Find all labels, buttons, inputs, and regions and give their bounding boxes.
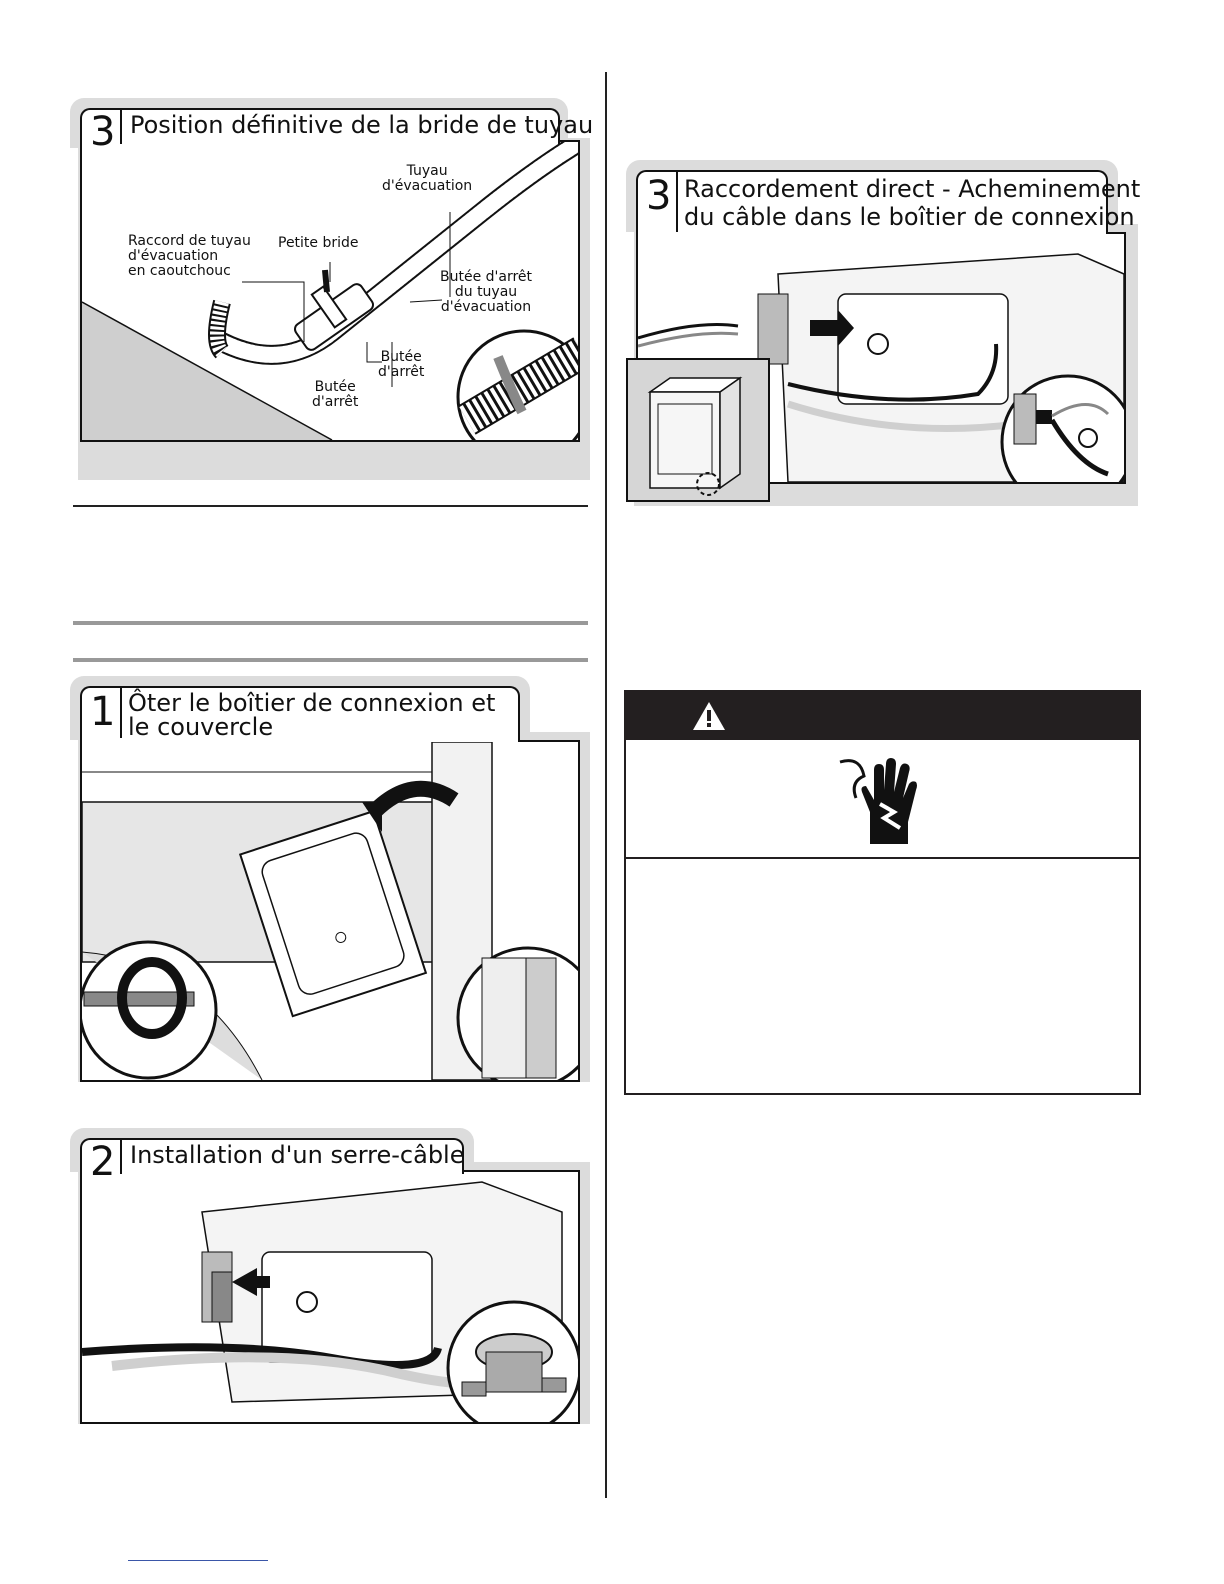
- step-number: 2: [90, 1139, 116, 1185]
- figure-frame: [80, 740, 580, 1082]
- figure-remove-junction-box: 1 Ôter le boîtier de connexion et le cou…: [70, 676, 590, 1096]
- warning-box: [624, 690, 1141, 1095]
- warning-triangle-icon: [693, 702, 725, 730]
- label-stop-bottom: Butée d'arrêt: [312, 379, 359, 410]
- figure-hose-clamp-position: 3 Position définitive de la bride de tuy…: [70, 98, 594, 480]
- section-divider: [73, 658, 588, 662]
- column-divider: [605, 72, 607, 1498]
- figure-direct-wire: 3 Raccordement direct - Acheminement du …: [626, 160, 1141, 506]
- electric-shock-hand-icon: [839, 758, 917, 844]
- figure-title-line2: du câble dans le boîtier de connexion: [684, 203, 1135, 231]
- figure-title-line1: Ôter le boîtier de connexion et: [128, 689, 496, 717]
- figure-strain-relief: 2 Installation d'un serre-câble: [70, 1128, 590, 1428]
- warning-icon-area: [626, 740, 1139, 859]
- label-hose-stop: Butée d'arrêt du tuyau d'évacuation: [440, 269, 533, 315]
- label-rubber-fitting: Raccord de tuyau d'évacuation en caoutch…: [128, 233, 251, 279]
- figure-title: Installation d'un serre-câble: [130, 1141, 465, 1169]
- label-stop-right: Butée d'arrêt: [378, 349, 425, 380]
- figure-title: Position définitive de la bride de tuyau: [130, 111, 594, 139]
- footer-underline: [128, 1560, 268, 1561]
- figure-frame: [80, 140, 580, 442]
- step-number: 3: [646, 173, 672, 219]
- step-number: 1: [90, 689, 116, 735]
- section-divider: [73, 621, 588, 625]
- figure-title-line2: le couvercle: [128, 713, 274, 741]
- label-small-clamp: Petite bride: [278, 235, 359, 251]
- figure-frame: [80, 1170, 580, 1424]
- warning-header: [626, 692, 1139, 740]
- step-number: 3: [90, 109, 116, 155]
- label-drain-hose: Tuyau d'évacuation: [382, 163, 473, 194]
- figure-title-line1: Raccordement direct - Acheminement: [684, 175, 1141, 203]
- section-divider: [73, 505, 588, 507]
- inset-dryer-location: [626, 358, 770, 502]
